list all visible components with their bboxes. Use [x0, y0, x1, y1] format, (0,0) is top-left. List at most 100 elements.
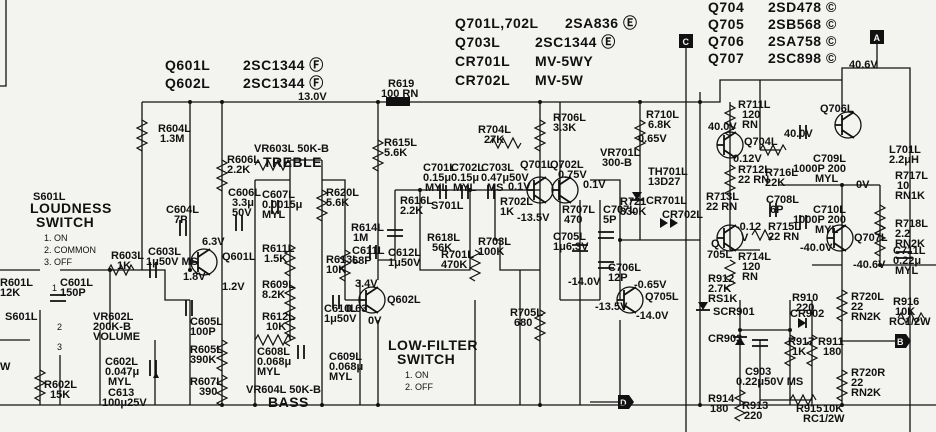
svg-text:1K: 1K [792, 346, 806, 358]
svg-text:0.47μ50V: 0.47μ50V [481, 172, 529, 184]
svg-text:R702L: R702L [500, 196, 533, 208]
svg-text:C611L: C611L [352, 245, 385, 257]
svg-text:22: 22 [851, 377, 863, 389]
svg-text:VOLUME: VOLUME [93, 331, 140, 343]
svg-text:1. ON: 1. ON [44, 233, 68, 243]
svg-text:0.1V: 0.1V [583, 179, 606, 191]
svg-text:RN2K: RN2K [895, 238, 925, 250]
q707-transistor [826, 224, 854, 252]
svg-text:TREBLE: TREBLE [263, 154, 322, 170]
svg-text:220: 220 [796, 302, 814, 314]
svg-text:2: 2 [57, 322, 62, 332]
svg-text:R714L: R714L [738, 251, 771, 263]
svg-text:L701L: L701L [889, 144, 921, 156]
svg-text:C709L: C709L [813, 153, 846, 165]
svg-text:390: 390 [199, 386, 217, 398]
svg-text:0.63: 0.63 [346, 303, 367, 315]
resistors [33, 97, 925, 422]
cr702-part: MV-5W [535, 72, 584, 88]
q701-ref: Q701L,702L [455, 15, 539, 31]
svg-text:470K: 470K [441, 259, 467, 271]
svg-text:CR903: CR903 [708, 333, 742, 345]
q705-ref: Q705 [708, 16, 744, 32]
svg-text:C706L: C706L [608, 262, 641, 274]
svg-text:C607L: C607L [262, 189, 295, 201]
svg-text:3. OFF: 3. OFF [44, 257, 73, 267]
svg-text:R706L: R706L [553, 112, 586, 124]
q706-ref: Q706 [708, 33, 744, 49]
svg-text:C603L: C603L [148, 246, 181, 258]
svg-text:C707L: C707L [603, 204, 636, 216]
svg-text:C701L: C701L [423, 162, 456, 174]
svg-text:MYL: MYL [815, 224, 839, 236]
svg-text:Q601L: Q601L [222, 251, 256, 263]
q707-part: 2SC898 © [768, 50, 837, 66]
svg-text:Q701L: Q701L [520, 159, 554, 171]
svg-text:-0.65V: -0.65V [634, 279, 667, 291]
q701-part: 2SA836 Ⓔ [565, 15, 637, 31]
svg-text:22 RN: 22 RN [738, 174, 769, 186]
svg-text:180: 180 [823, 346, 841, 358]
svg-text:R604L: R604L [158, 123, 191, 135]
svg-text:CR701L: CR701L [646, 195, 687, 207]
svg-text:2. OFF: 2. OFF [405, 382, 434, 392]
svg-text:220: 220 [744, 410, 762, 422]
svg-text:330K: 330K [620, 206, 646, 218]
svg-text:50V: 50V [232, 207, 252, 219]
svg-text:1. ON: 1. ON [405, 370, 429, 380]
svg-text:27K: 27K [484, 134, 504, 146]
svg-text:RN1K: RN1K [895, 190, 925, 202]
svg-text:1000P 200: 1000P 200 [793, 163, 846, 175]
svg-text:680: 680 [514, 317, 532, 329]
svg-text:10K: 10K [266, 321, 286, 333]
svg-text:0.068μ: 0.068μ [329, 361, 363, 373]
svg-text:-14.0V: -14.0V [636, 310, 669, 322]
svg-text:1M: 1M [353, 232, 368, 244]
svg-text:RC1/2W: RC1/2W [803, 413, 845, 425]
svg-text:22: 22 [851, 301, 863, 313]
svg-text:VR602L: VR602L [93, 311, 134, 323]
svg-text:Q705L: Q705L [645, 291, 679, 303]
svg-text:-0.12: -0.12 [736, 221, 761, 233]
svg-text:100P: 100P [190, 326, 216, 338]
svg-text:R611L: R611L [262, 243, 295, 255]
svg-text:S701L: S701L [431, 200, 464, 212]
svg-text:-40.6V: -40.6V [853, 259, 886, 271]
svg-text:40.0V: 40.0V [784, 128, 813, 140]
svg-text:R712L: R712L [738, 164, 771, 176]
svg-text:RN2K: RN2K [851, 387, 881, 399]
cr702-ref: CR702L [455, 72, 510, 88]
svg-text:R720R: R720R [851, 367, 885, 379]
svg-text:12P: 12P [608, 272, 628, 284]
svg-text:0.15μ: 0.15μ [451, 172, 479, 184]
frame-edge [0, 0, 7, 87]
svg-text:1K: 1K [500, 206, 514, 218]
svg-text:200K-B: 200K-B [93, 321, 131, 333]
svg-text:MS: MS [487, 182, 504, 194]
svg-text:0.047μ: 0.047μ [105, 366, 139, 378]
q601-transistor [190, 248, 218, 276]
svg-text:RS1K: RS1K [708, 293, 737, 305]
svg-text:Q707L: Q707L [854, 232, 888, 244]
svg-text:LOW-FILTER: LOW-FILTER [388, 337, 478, 353]
svg-text:6.8K: 6.8K [648, 119, 671, 131]
svg-text:13.0V: 13.0V [298, 91, 327, 103]
diodes [153, 192, 807, 378]
svg-text:MYL: MYL [895, 265, 919, 277]
svg-text:R915: R915 [796, 403, 822, 415]
svg-text:1K: 1K [117, 260, 131, 272]
svg-text:R605L: R605L [190, 344, 223, 356]
svg-text:C702L: C702L [451, 162, 484, 174]
svg-text:0.75V: 0.75V [558, 169, 587, 181]
svg-text:150P: 150P [60, 287, 86, 299]
svg-text:R612L: R612L [262, 311, 295, 323]
svg-text:10K: 10K [823, 403, 843, 415]
svg-text:2. COMMON: 2. COMMON [44, 245, 96, 255]
svg-text:-13.5V: -13.5V [517, 212, 550, 224]
svg-text:R718L: R718L [895, 218, 928, 230]
q601-part: 2SC1344 Ⓕ [243, 57, 324, 73]
svg-text:S601L: S601L [33, 191, 66, 203]
q705-transistor [716, 224, 744, 252]
svg-text:C606L: C606L [228, 187, 261, 199]
